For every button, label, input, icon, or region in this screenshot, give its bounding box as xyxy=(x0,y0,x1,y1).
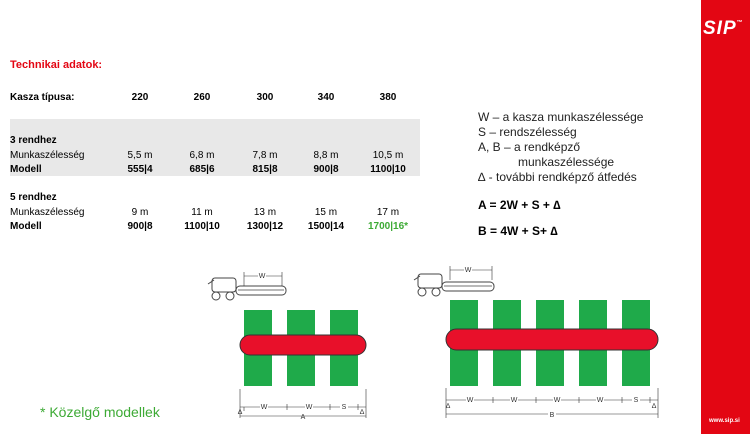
group-title-row: 3 rendhez xyxy=(10,135,420,149)
dim-w-top: W xyxy=(259,273,266,280)
legend-s: S – rendszélesség xyxy=(478,125,577,139)
trademark-mark: ™ xyxy=(736,20,744,26)
windrow-bar xyxy=(239,334,367,356)
dim-w: W xyxy=(597,397,604,404)
table-cell: 13 m xyxy=(253,207,277,218)
dim-w-top: W xyxy=(465,267,472,274)
table-cell: 7,8 m xyxy=(252,150,278,161)
row-label: Modell xyxy=(10,221,42,232)
formula-b: B = 4W + S+ ∆ xyxy=(478,224,558,238)
row-label: Modell xyxy=(10,164,42,175)
legend-ab: A, B – a rendképző xyxy=(478,140,581,154)
table-cell: 6,8 m xyxy=(189,150,215,161)
row-label: Munkaszélesség xyxy=(10,150,85,161)
brand-sidebar xyxy=(701,0,750,434)
table-row: Munkaszélesség 5,5 m 6,8 m 7,8 m 8,8 m 1… xyxy=(10,150,420,164)
dim-s: S xyxy=(342,404,347,411)
row-label: Munkaszélesség xyxy=(10,207,85,218)
legend-delta: ∆ - további rendképző átfedés xyxy=(478,170,637,184)
upcoming-models-note: * Közelgő modellek xyxy=(40,404,160,420)
legend-ab-cont: munkaszélessége xyxy=(518,155,615,169)
dim-delta: ∆ xyxy=(238,409,243,416)
dim-w: W xyxy=(554,397,561,404)
diagram-5-windrows: W ∆ W W W W S ∆ B xyxy=(413,265,659,419)
table-cell: 1500|14 xyxy=(307,221,345,232)
table-cell: 15 m xyxy=(314,207,338,218)
table-row: Modell 900|8 1100|10 1300|12 1500|14 170… xyxy=(10,221,420,235)
table-shade xyxy=(10,119,420,176)
website-url: www.sip.si xyxy=(709,418,740,424)
col-header: 380 xyxy=(379,92,397,103)
dim-w: W xyxy=(261,404,268,411)
table-cell: 8,8 m xyxy=(313,150,339,161)
formula-a: A = 2W + S + ∆ xyxy=(478,198,561,212)
table-cell: 1100|10 xyxy=(184,221,220,232)
col-header: 340 xyxy=(317,92,335,103)
dim-delta: ∆ xyxy=(360,409,365,416)
col-header: 220 xyxy=(131,92,149,103)
table-cell: 10,5 m xyxy=(372,150,404,161)
table-cell: 17 m xyxy=(376,207,400,218)
table-row: Modell 555|4 685|6 815|8 900|8 1100|10 xyxy=(10,164,420,178)
legend-w: W – a kasza munkaszélessége xyxy=(478,110,644,124)
dim-a: A xyxy=(301,414,306,421)
dim-w: W xyxy=(511,397,518,404)
table-header-row: Kasza típusa: 220 260 300 340 380 xyxy=(10,92,420,106)
col-header: 260 xyxy=(193,92,211,103)
table-cell: 1300|12 xyxy=(246,221,284,232)
table-cell: 900|8 xyxy=(313,164,339,175)
mower-icon xyxy=(413,273,495,297)
sip-logo: SIP™ xyxy=(703,18,744,40)
mower-icon xyxy=(207,277,287,301)
logo-text: SIP xyxy=(703,18,737,39)
table-cell: 9 m xyxy=(131,207,149,218)
table-cell: 11 m xyxy=(191,207,213,218)
col-header: 300 xyxy=(256,92,274,103)
diagram-3-windrows: W ∆ W W S ∆ A xyxy=(207,271,367,421)
table-cell: 815|8 xyxy=(252,164,278,175)
table-cell: 5,5 m xyxy=(127,150,153,161)
dim-delta: ∆ xyxy=(446,403,451,410)
dim-w: W xyxy=(306,404,313,411)
windrow-bar xyxy=(445,328,659,351)
table-cell: 555|4 xyxy=(127,164,153,175)
group1-title: 3 rendhez xyxy=(10,135,57,146)
table-row: Munkaszélesség 9 m 11 m 13 m 15 m 17 m xyxy=(10,207,420,221)
legend: W – a kasza munkaszélessége S – rendszél… xyxy=(478,110,643,185)
dim-b: B xyxy=(550,412,555,419)
dim-w: W xyxy=(467,397,474,404)
table-cell: 1100|10 xyxy=(370,164,406,175)
upcoming-model-cell: 1700|16* xyxy=(367,221,409,232)
group-title-row: 5 rendhez xyxy=(10,192,420,206)
dim-delta: ∆ xyxy=(652,403,657,410)
table-cell: 900|8 xyxy=(127,221,153,232)
dim-s: S xyxy=(634,397,639,404)
section-title: Technikai adatok: xyxy=(10,59,103,71)
type-label: Kasza típusa: xyxy=(10,92,75,103)
group2-title: 5 rendhez xyxy=(10,192,57,203)
table-cell: 685|6 xyxy=(189,164,215,175)
